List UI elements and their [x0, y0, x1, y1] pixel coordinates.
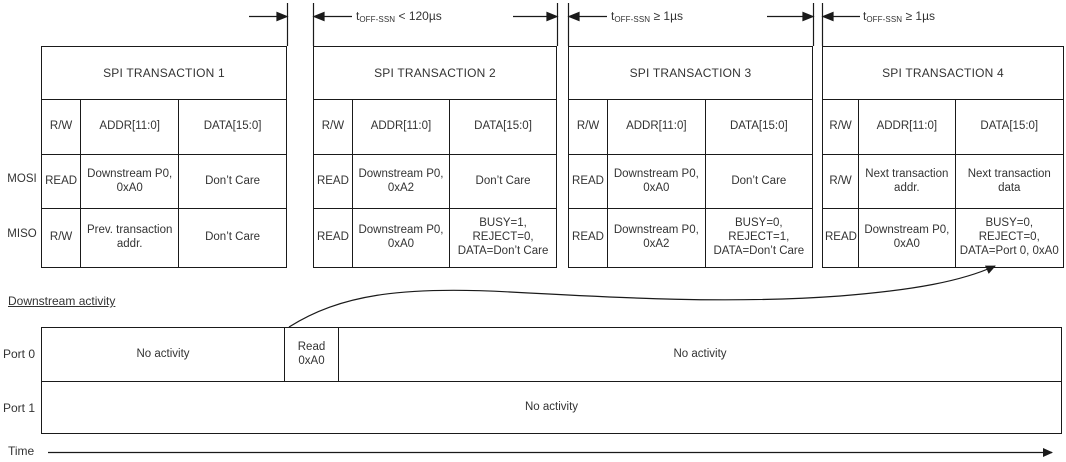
mosi-rw-cell: READ	[567, 154, 609, 209]
mosi-data-cell: Don’t Care	[449, 154, 557, 209]
t-condition: ≥ 1µs	[650, 9, 683, 23]
t-condition: ≥ 1µs	[902, 9, 935, 23]
table-title: SPI TRANSACTION 4	[822, 46, 1064, 100]
col-header-rw: R/W	[313, 99, 353, 155]
mosi-addr-cell: Next transaction addr.	[858, 154, 956, 209]
mosi-addr-cell: Downstream P0, 0xA2	[351, 154, 451, 209]
col-header-addr: ADDR[11:0]	[351, 99, 451, 155]
gap2-right-arrowhead-icon	[546, 11, 559, 22]
miso-rw-cell: READ	[821, 208, 860, 268]
col-header-data: DATA[15:0]	[704, 99, 814, 155]
spi-transaction-3-table: SPI TRANSACTION 3 R/W ADDR[11:0] DATA[15…	[567, 46, 814, 268]
miso-addr-cell: Prev. transaction addr.	[80, 208, 180, 268]
col-header-addr: ADDR[11:0]	[858, 99, 956, 155]
miso-addr-cell: Downstream P0, 0xA0	[351, 208, 451, 268]
gap1-right-arrowhead-icon	[276, 11, 289, 22]
t-symbol: t	[863, 9, 867, 23]
port0-label: Port 0	[2, 347, 35, 361]
t-condition: < 120µs	[395, 9, 442, 23]
mosi-rw-cell: READ	[40, 154, 82, 209]
t-subscript: OFF-SSN	[866, 15, 903, 24]
col-header-rw: R/W	[567, 99, 609, 155]
spi-transaction-1-table: SPI TRANSACTION 1 R/W ADDR[11:0] DATA[15…	[40, 46, 287, 268]
col-header-rw: R/W	[821, 99, 860, 155]
table-title: SPI TRANSACTION 1	[41, 46, 287, 100]
col-header-addr: ADDR[11:0]	[607, 99, 706, 155]
timing-annotation-2: tOFF-SSN ≥ 1µs	[611, 9, 683, 24]
table-title: SPI TRANSACTION 2	[313, 46, 557, 100]
downstream-activity-heading: Downstream activity	[8, 294, 116, 308]
timing-annotation-1: tOFF-SSN < 120µs	[356, 9, 442, 24]
mosi-addr-cell: Downstream P0, 0xA0	[607, 154, 706, 209]
gap3-right-arrowhead-icon	[802, 11, 815, 22]
mosi-addr-cell: Downstream P0, 0xA0	[80, 154, 180, 209]
miso-rw-cell: READ	[313, 208, 353, 268]
port1-label: Port 1	[2, 400, 35, 415]
t-subscript: OFF-SSN	[359, 15, 396, 24]
t-symbol: t	[611, 9, 615, 23]
port1-row: No activity	[42, 380, 1061, 433]
downstream-activity-table: No activity Read 0xA0 No activity No act…	[41, 327, 1062, 434]
col-header-addr: ADDR[11:0]	[80, 99, 180, 155]
mosi-rw-cell: R/W	[821, 154, 860, 209]
mosi-rw-cell: READ	[313, 154, 353, 209]
col-header-rw: R/W	[40, 99, 82, 155]
t-subscript: OFF-SSN	[614, 15, 651, 24]
miso-data-cell: BUSY=0, REJECT=1, DATA=Don’t Care	[704, 208, 814, 268]
miso-label: MISO	[7, 228, 37, 240]
miso-data-cell: BUSY=0, REJECT=0, DATA=Port 0, 0xA0	[954, 208, 1065, 268]
gap1-left-arrowhead-icon	[312, 11, 325, 22]
miso-data-cell: Don’t Care	[178, 208, 287, 268]
miso-rw-cell: READ	[567, 208, 609, 268]
table-title: SPI TRANSACTION 3	[568, 46, 813, 100]
miso-data-cell: BUSY=1, REJECT=0, DATA=Don’t Care	[449, 208, 557, 268]
port0-row: No activity Read 0xA0 No activity	[42, 328, 1061, 381]
miso-rw-cell: R/W	[40, 208, 82, 268]
read-result-curved-arrow	[288, 265, 996, 328]
miso-addr-cell: Downstream P0, 0xA2	[607, 208, 706, 268]
miso-addr-cell: Downstream P0, 0xA0	[858, 208, 956, 268]
gap2-left-arrowhead-icon	[567, 11, 580, 22]
spi-transaction-4-table: SPI TRANSACTION 4 R/W ADDR[11:0] DATA[15…	[821, 46, 1065, 268]
port0-read-cell: Read 0xA0	[285, 328, 339, 381]
port0-no-activity-cell: No activity	[42, 328, 285, 381]
port1-no-activity-cell: No activity	[524, 401, 579, 414]
col-header-data: DATA[15:0]	[449, 99, 557, 155]
mosi-data-cell: Don’t Care	[704, 154, 814, 209]
col-header-data: DATA[15:0]	[178, 99, 287, 155]
mosi-label: MOSI	[7, 172, 37, 185]
spi-transaction-2-table: SPI TRANSACTION 2 R/W ADDR[11:0] DATA[15…	[313, 46, 557, 268]
time-axis-label: Time	[8, 444, 35, 458]
mosi-data-cell: Next transaction data	[954, 154, 1065, 209]
col-header-data: DATA[15:0]	[954, 99, 1065, 155]
t-symbol: t	[356, 9, 360, 23]
gap3-left-arrowhead-icon	[821, 11, 834, 22]
mosi-data-cell: Don’t Care	[178, 154, 287, 209]
timing-annotation-3: tOFF-SSN ≥ 1µs	[863, 9, 935, 24]
port0-no-activity-cell-2: No activity	[673, 348, 727, 361]
